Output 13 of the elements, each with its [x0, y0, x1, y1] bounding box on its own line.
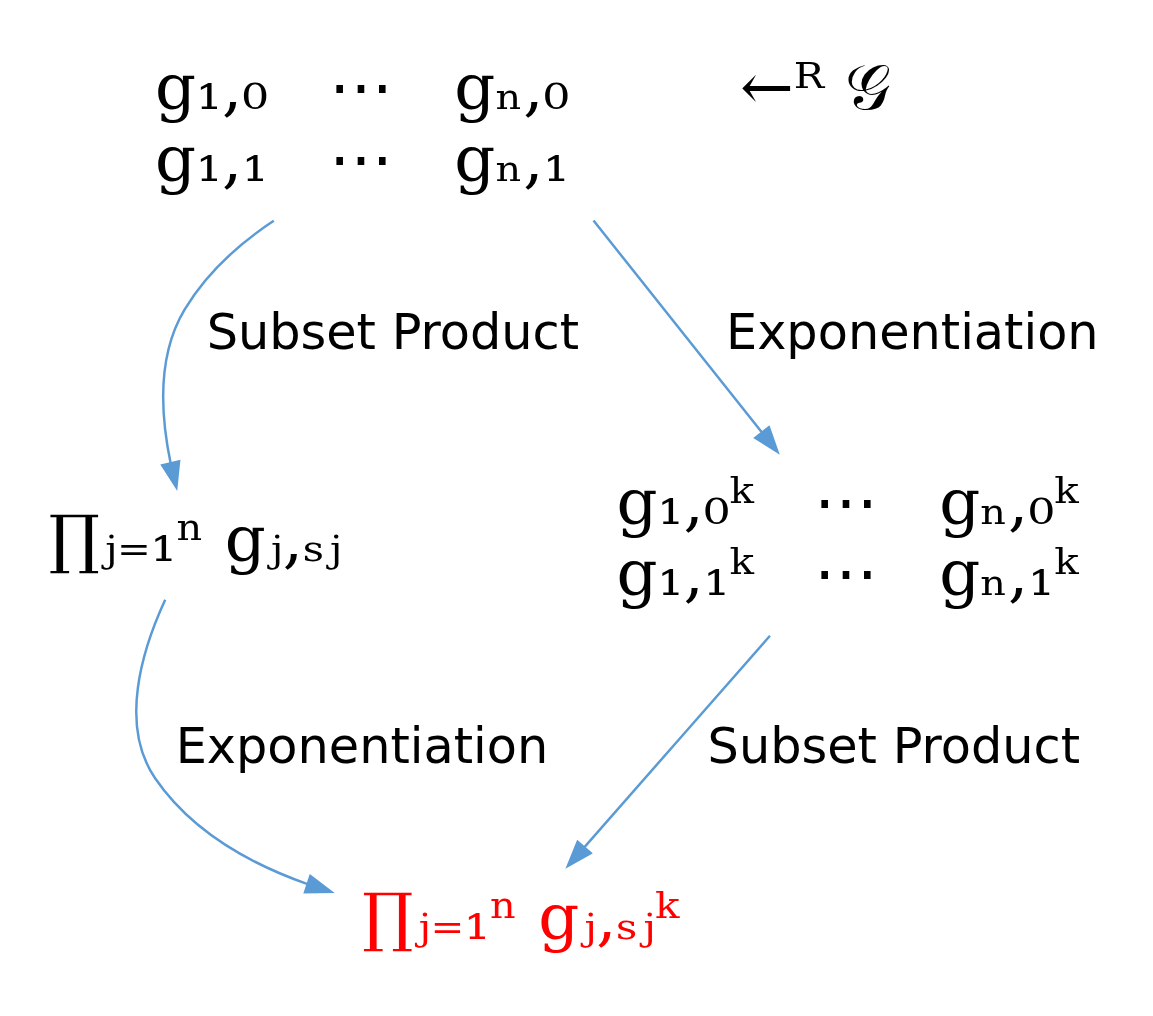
node-text: ∏ⱼ₌₁ⁿ gⱼ,ₛⱼ — [48, 500, 342, 576]
arrow — [160, 219, 275, 492]
arrow — [592, 219, 780, 455]
arrow — [135, 599, 335, 894]
edge-label: Exponentiation — [175, 717, 549, 776]
arrow — [565, 635, 771, 869]
node-label: ←ᴿ 𝒢 — [740, 48, 891, 124]
node-text: g₁,₀ᵏ ⋯ gₙ,₀ᵏ g₁,₁ᵏ ⋯ gₙ,₁ᵏ — [616, 463, 1078, 611]
node-text: ∏ⱼ₌₁ⁿ gⱼ,ₛⱼᵏ — [362, 879, 679, 955]
edge-label: Exponentiation — [725, 302, 1099, 361]
edge-label: Subset Product — [707, 717, 1080, 776]
edge-label: Subset Product — [206, 302, 580, 361]
node-text: g₁,₀ ⋯ gₙ,₀ g₁,₁ ⋯ gₙ,₁ — [155, 48, 570, 196]
